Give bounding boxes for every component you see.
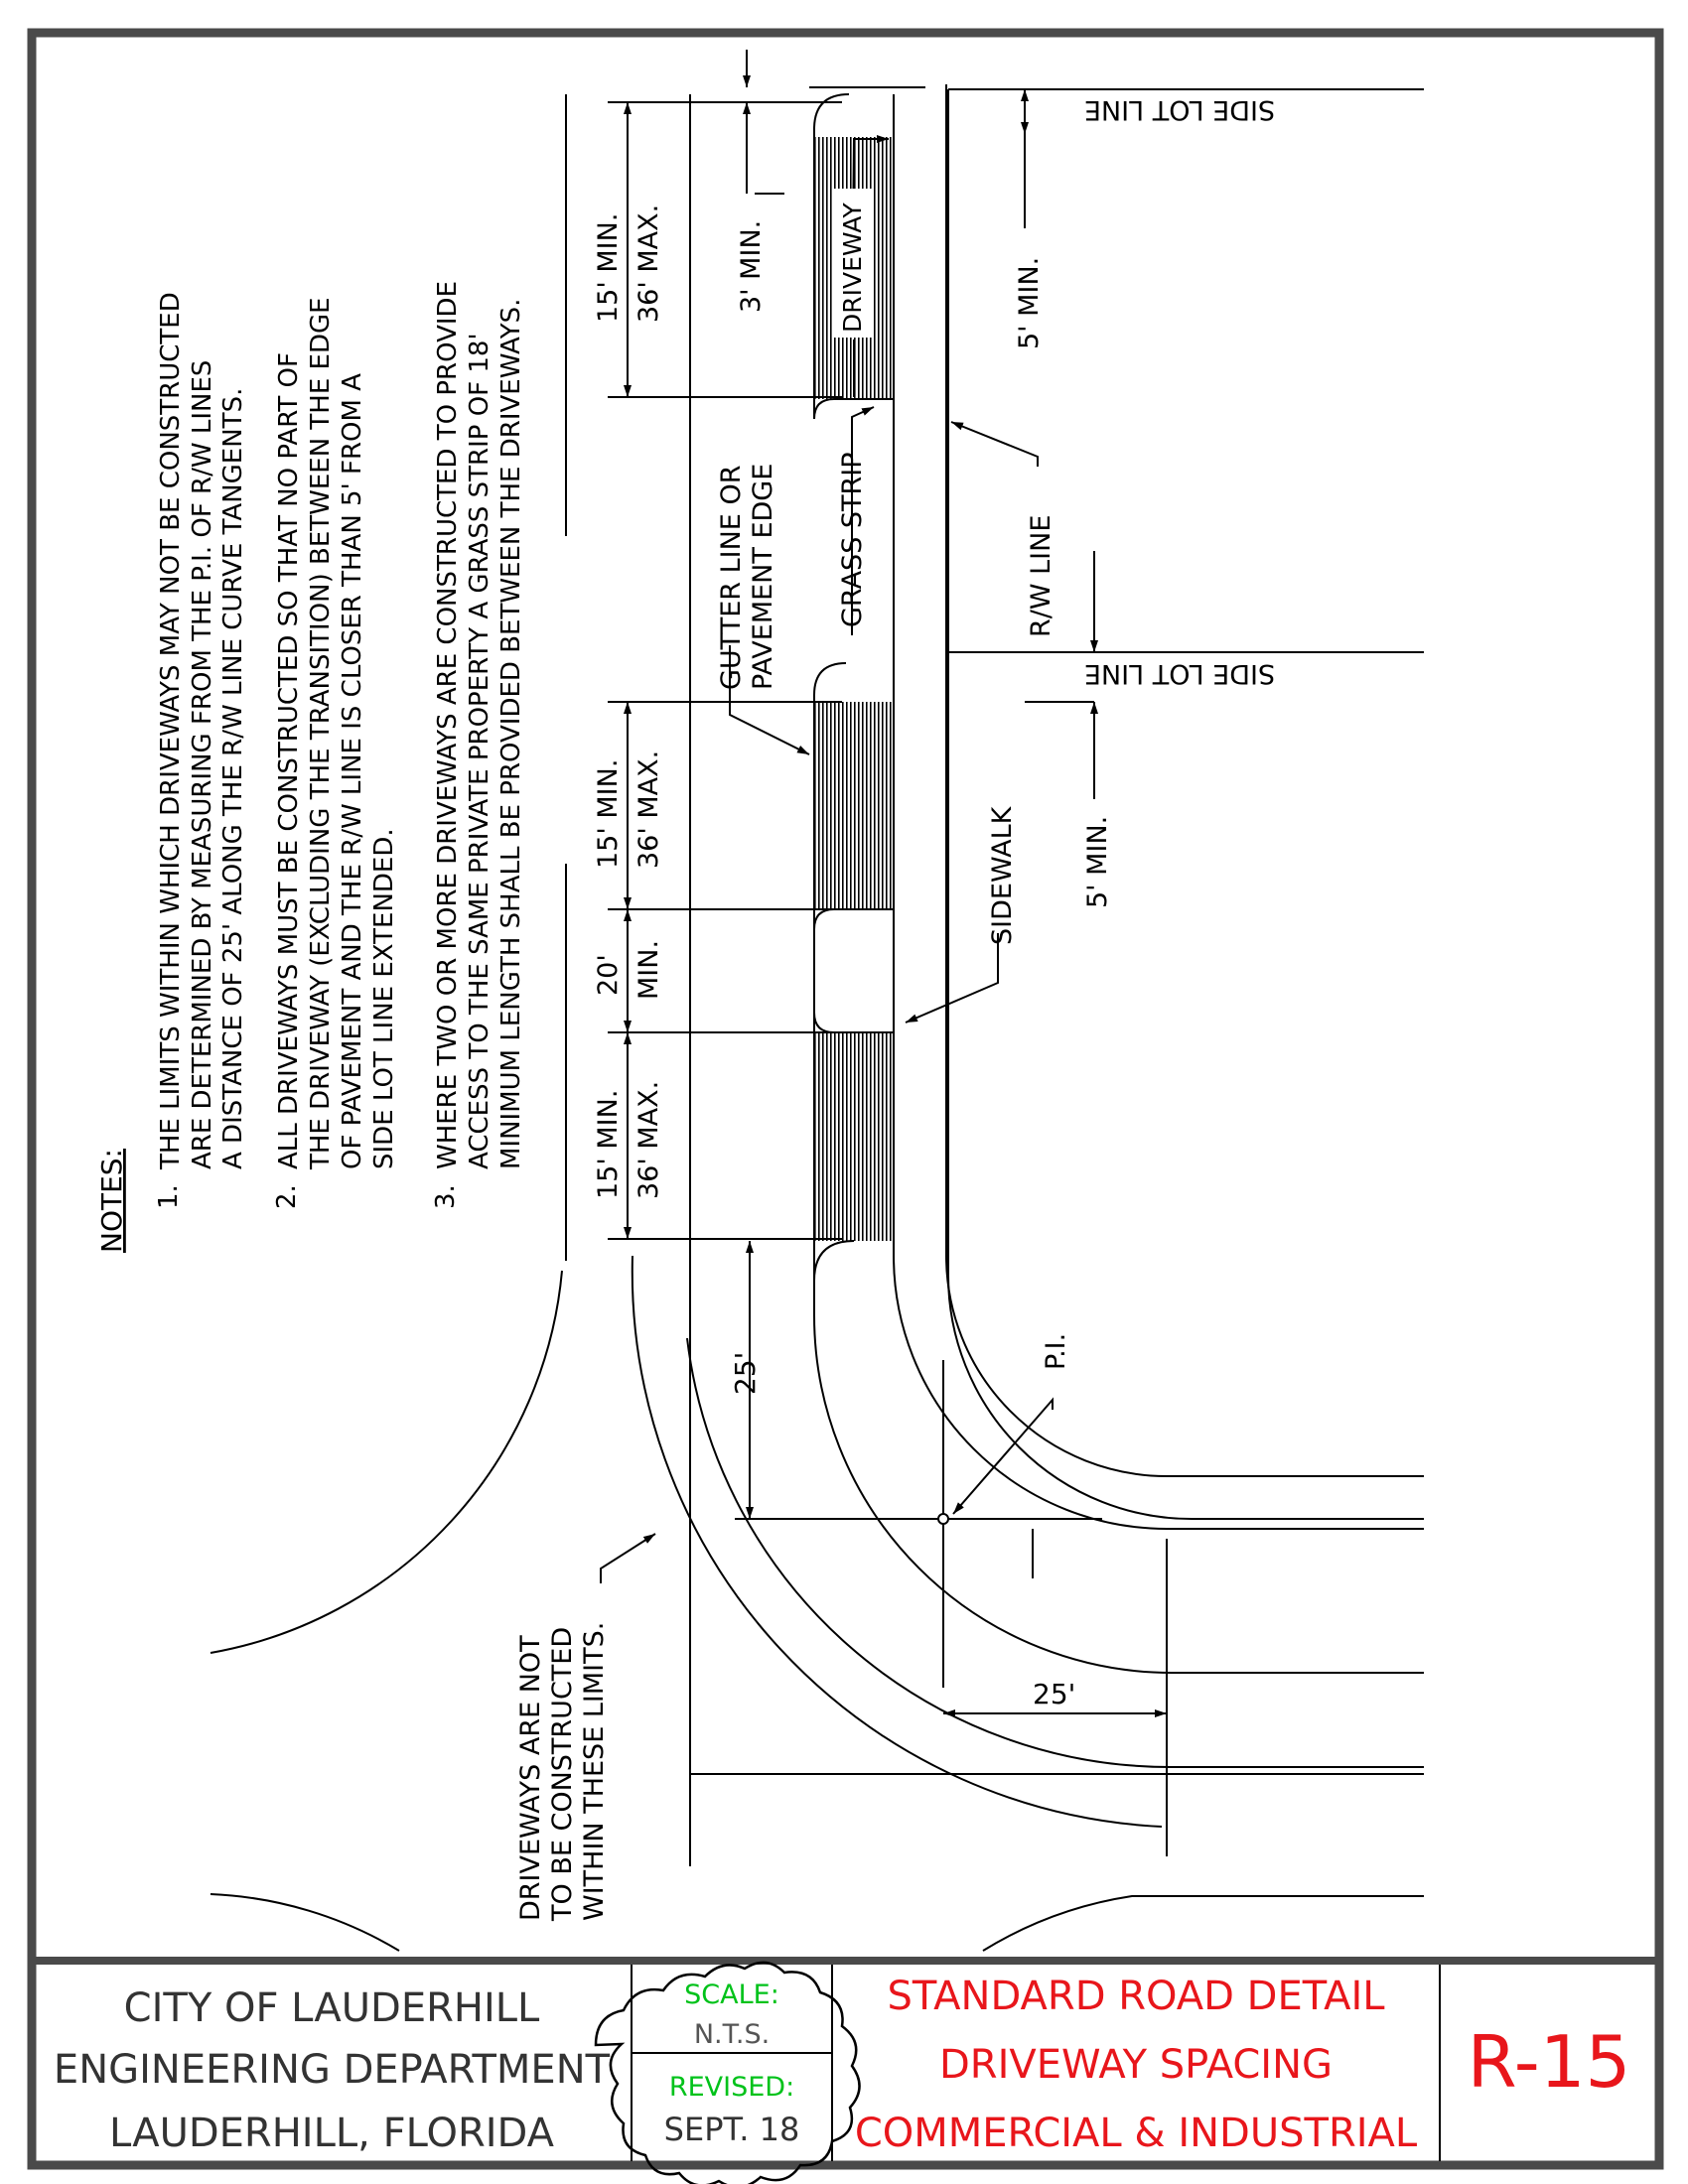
driveway-label: DRIVEWAY [838, 203, 867, 333]
revision-cloud [594, 1961, 861, 2184]
sheet-border [27, 28, 1664, 2170]
dim-gap-value: 20' [593, 954, 624, 996]
gutter-line [813, 129, 1424, 1674]
gutter-line-label-2: PAVEMENT EDGE [748, 464, 778, 690]
note-1-line-3: A DISTANCE OF 25' ALONG THE R/W LINE CUR… [218, 388, 248, 1169]
dim-low-min: 15' MIN. [593, 1090, 624, 1199]
notes-heading: NOTES: [95, 1149, 128, 1253]
title-line-3: COMMERCIAL & INDUSTRIAL [855, 2111, 1418, 2156]
scale-label: SCALE: [684, 1979, 779, 2010]
title-block: CITY OF LAUDERHILL ENGINEERING DEPARTMEN… [54, 1961, 1631, 2184]
side-lot-lines [948, 88, 1424, 653]
note-2-line-3: OF PAVEMENT AND THE R/W LINE IS CLOSER T… [338, 373, 367, 1169]
dim-mid-max: 36' MAX. [633, 751, 664, 869]
side-lot-line-mid-label: SIDE LOT LINE [1084, 658, 1275, 689]
grass-strip-label: GRASS STRIP [837, 452, 868, 627]
note-3-line-3: MINIMUM LENGTH SHALL BE PROVIDED BETWEEN… [496, 299, 526, 1169]
org-line-1: CITY OF LAUDERHILL [124, 1985, 540, 2031]
scale-value: N.T.S. [694, 2019, 770, 2050]
dim-top-max: 36' MAX. [633, 205, 664, 323]
road-edge-left-upper [210, 1270, 563, 1654]
org-line-2: ENGINEERING DEPARTMENT [54, 2047, 611, 2093]
note-1-line-2: ARE DETERMINED BY MEASURING FROM THE P.I… [188, 360, 217, 1169]
gutter-line-label-1: GUTTER LINE OR [716, 466, 747, 690]
limits-leader [600, 1533, 656, 1583]
dimension-extension-lines [608, 101, 842, 1240]
dim-mid-min: 15' MIN. [593, 759, 624, 869]
dim-five-min-mid-label: 5' MIN. [1082, 816, 1113, 908]
dim-low-max: 36' MAX. [633, 1081, 664, 1199]
note-3-number: 3. [431, 1184, 461, 1209]
revised-label: REVISED: [669, 2072, 794, 2103]
note-1-number: 1. [154, 1184, 184, 1209]
limits-label-1: DRIVEWAYS ARE NOT [515, 1635, 546, 1921]
driveway-hatch-low [814, 1032, 894, 1241]
grass-strip-mid [813, 908, 895, 1033]
dim-top-min: 15' MIN. [593, 213, 624, 323]
dimension-lines [624, 50, 1167, 1717]
note-2-line-2: THE DRIVEWAY (EXCLUDING THE TRANSITION) … [306, 297, 336, 1170]
rw-line-label: R/W LINE [1026, 515, 1056, 637]
sidewalk-back-line [893, 94, 1424, 1530]
annotation-labels: SIDE LOT LINE SIDE LOT LINE DRIVEWAY GRA… [515, 94, 1275, 1922]
dim-tangent-horizontal-label: 25' [1033, 1678, 1075, 1710]
road-edge-left-lower [210, 1893, 400, 1952]
road-plan [210, 84, 1424, 1952]
driveway-hatch-mid [814, 702, 894, 909]
rw-line [947, 89, 1424, 1520]
title-line-1: STANDARD ROAD DETAIL [887, 1974, 1385, 2019]
pi-point [937, 1513, 949, 1525]
note-3-line-2: ACCESS TO THE SAME PRIVATE PROPERTY A GR… [465, 333, 494, 1169]
side-lot-line-top-label: SIDE LOT LINE [1084, 94, 1275, 125]
note-2-number: 2. [272, 1184, 302, 1209]
note-2-line-1: ALL DRIVEWAYS MUST BE CONSTRUCTED SO THA… [274, 352, 304, 1169]
notes-block: NOTES: 1. THE LIMITS WITHIN WHICH DRIVEW… [95, 281, 526, 1253]
note-1-line-1: THE LIMITS WITHIN WHICH DRIVEWAYS MAY NO… [156, 292, 186, 1170]
limits-label-2: TO BE CONSTRUCTED [547, 1627, 578, 1922]
limits-arc [631, 1255, 1163, 1828]
sidewalk-label: SIDEWALK [987, 805, 1018, 945]
gutter-leader [729, 645, 810, 755]
dim-three-min: 3' MIN. [736, 220, 767, 313]
dim-five-min-top-label: 5' MIN. [1014, 257, 1045, 349]
title-line-2: DRIVEWAY SPACING [939, 2042, 1333, 2088]
sidewalk-front-line [945, 84, 1424, 1477]
sidewalk-leader [905, 933, 999, 1024]
road-edge-right-lower [982, 1895, 1424, 1952]
dim-tangent-vertical-label: 25' [729, 1352, 762, 1395]
org-line-3: LAUDERHILL, FLORIDA [109, 2111, 555, 2156]
rw-leader [950, 421, 1039, 467]
limits-label-3: WITHIN THESE LIMITS. [579, 1622, 610, 1921]
pi-leader [952, 1397, 1054, 1515]
sheet-number: R-15 [1468, 2020, 1631, 2104]
road-edge-far [686, 1337, 1424, 1769]
dimension-labels: 15' MIN. 36' MAX. 3' MIN. 5' MIN. 5' MIN… [593, 205, 1113, 1710]
note-2-line-4: SIDE LOT LINE EXTENDED. [369, 828, 399, 1169]
pi-label: P.I. [1041, 1333, 1071, 1370]
note-3-line-1: WHERE TWO OR MORE DRIVEWAYS ARE CONSTRUC… [433, 281, 463, 1169]
revised-value: SEPT. 18 [664, 2111, 800, 2148]
dim-gap-min: MIN. [633, 940, 664, 1000]
grass-strip-leader [851, 406, 875, 635]
